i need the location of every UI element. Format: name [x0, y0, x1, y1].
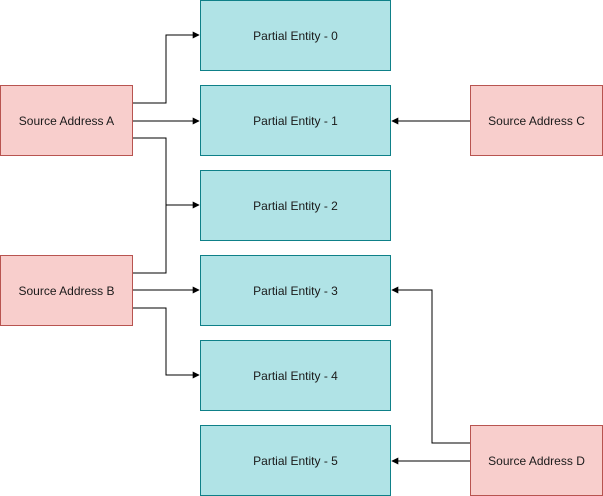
- edge-d-to-entity-3: [391, 286, 470, 444]
- source-address-c-label: Source Address C: [488, 113, 585, 128]
- edge-a-to-entity-2: [133, 137, 200, 209]
- source-address-a[interactable]: Source Address A: [0, 85, 133, 156]
- partial-entity-0-label: Partial Entity - 0: [253, 28, 338, 43]
- partial-entity-4-label: Partial Entity - 4: [253, 368, 338, 383]
- partial-entity-2[interactable]: Partial Entity - 2: [200, 170, 391, 241]
- partial-entity-0[interactable]: Partial Entity - 0: [200, 0, 391, 71]
- source-address-b[interactable]: Source Address B: [0, 255, 133, 326]
- source-address-d-label: Source Address D: [488, 453, 585, 468]
- partial-entity-5-label: Partial Entity - 5: [253, 453, 338, 468]
- partial-entity-3[interactable]: Partial Entity - 3: [200, 255, 391, 326]
- source-address-d[interactable]: Source Address D: [470, 425, 603, 496]
- source-address-b-label: Source Address B: [18, 283, 115, 298]
- edge-a-to-entity-0: [133, 31, 200, 104]
- source-address-a-label: Source Address A: [18, 113, 115, 128]
- edge-b-to-entity-2: [133, 205, 167, 274]
- source-address-c[interactable]: Source Address C: [470, 85, 603, 156]
- partial-entity-1[interactable]: Partial Entity - 1: [200, 85, 391, 156]
- partial-entity-4[interactable]: Partial Entity - 4: [200, 340, 391, 411]
- partial-entity-3-label: Partial Entity - 3: [253, 283, 338, 298]
- partial-entity-1-label: Partial Entity - 1: [253, 113, 338, 128]
- partial-entity-2-label: Partial Entity - 2: [253, 198, 338, 213]
- edge-b-to-entity-4: [133, 307, 200, 379]
- partial-entity-5[interactable]: Partial Entity - 5: [200, 425, 391, 496]
